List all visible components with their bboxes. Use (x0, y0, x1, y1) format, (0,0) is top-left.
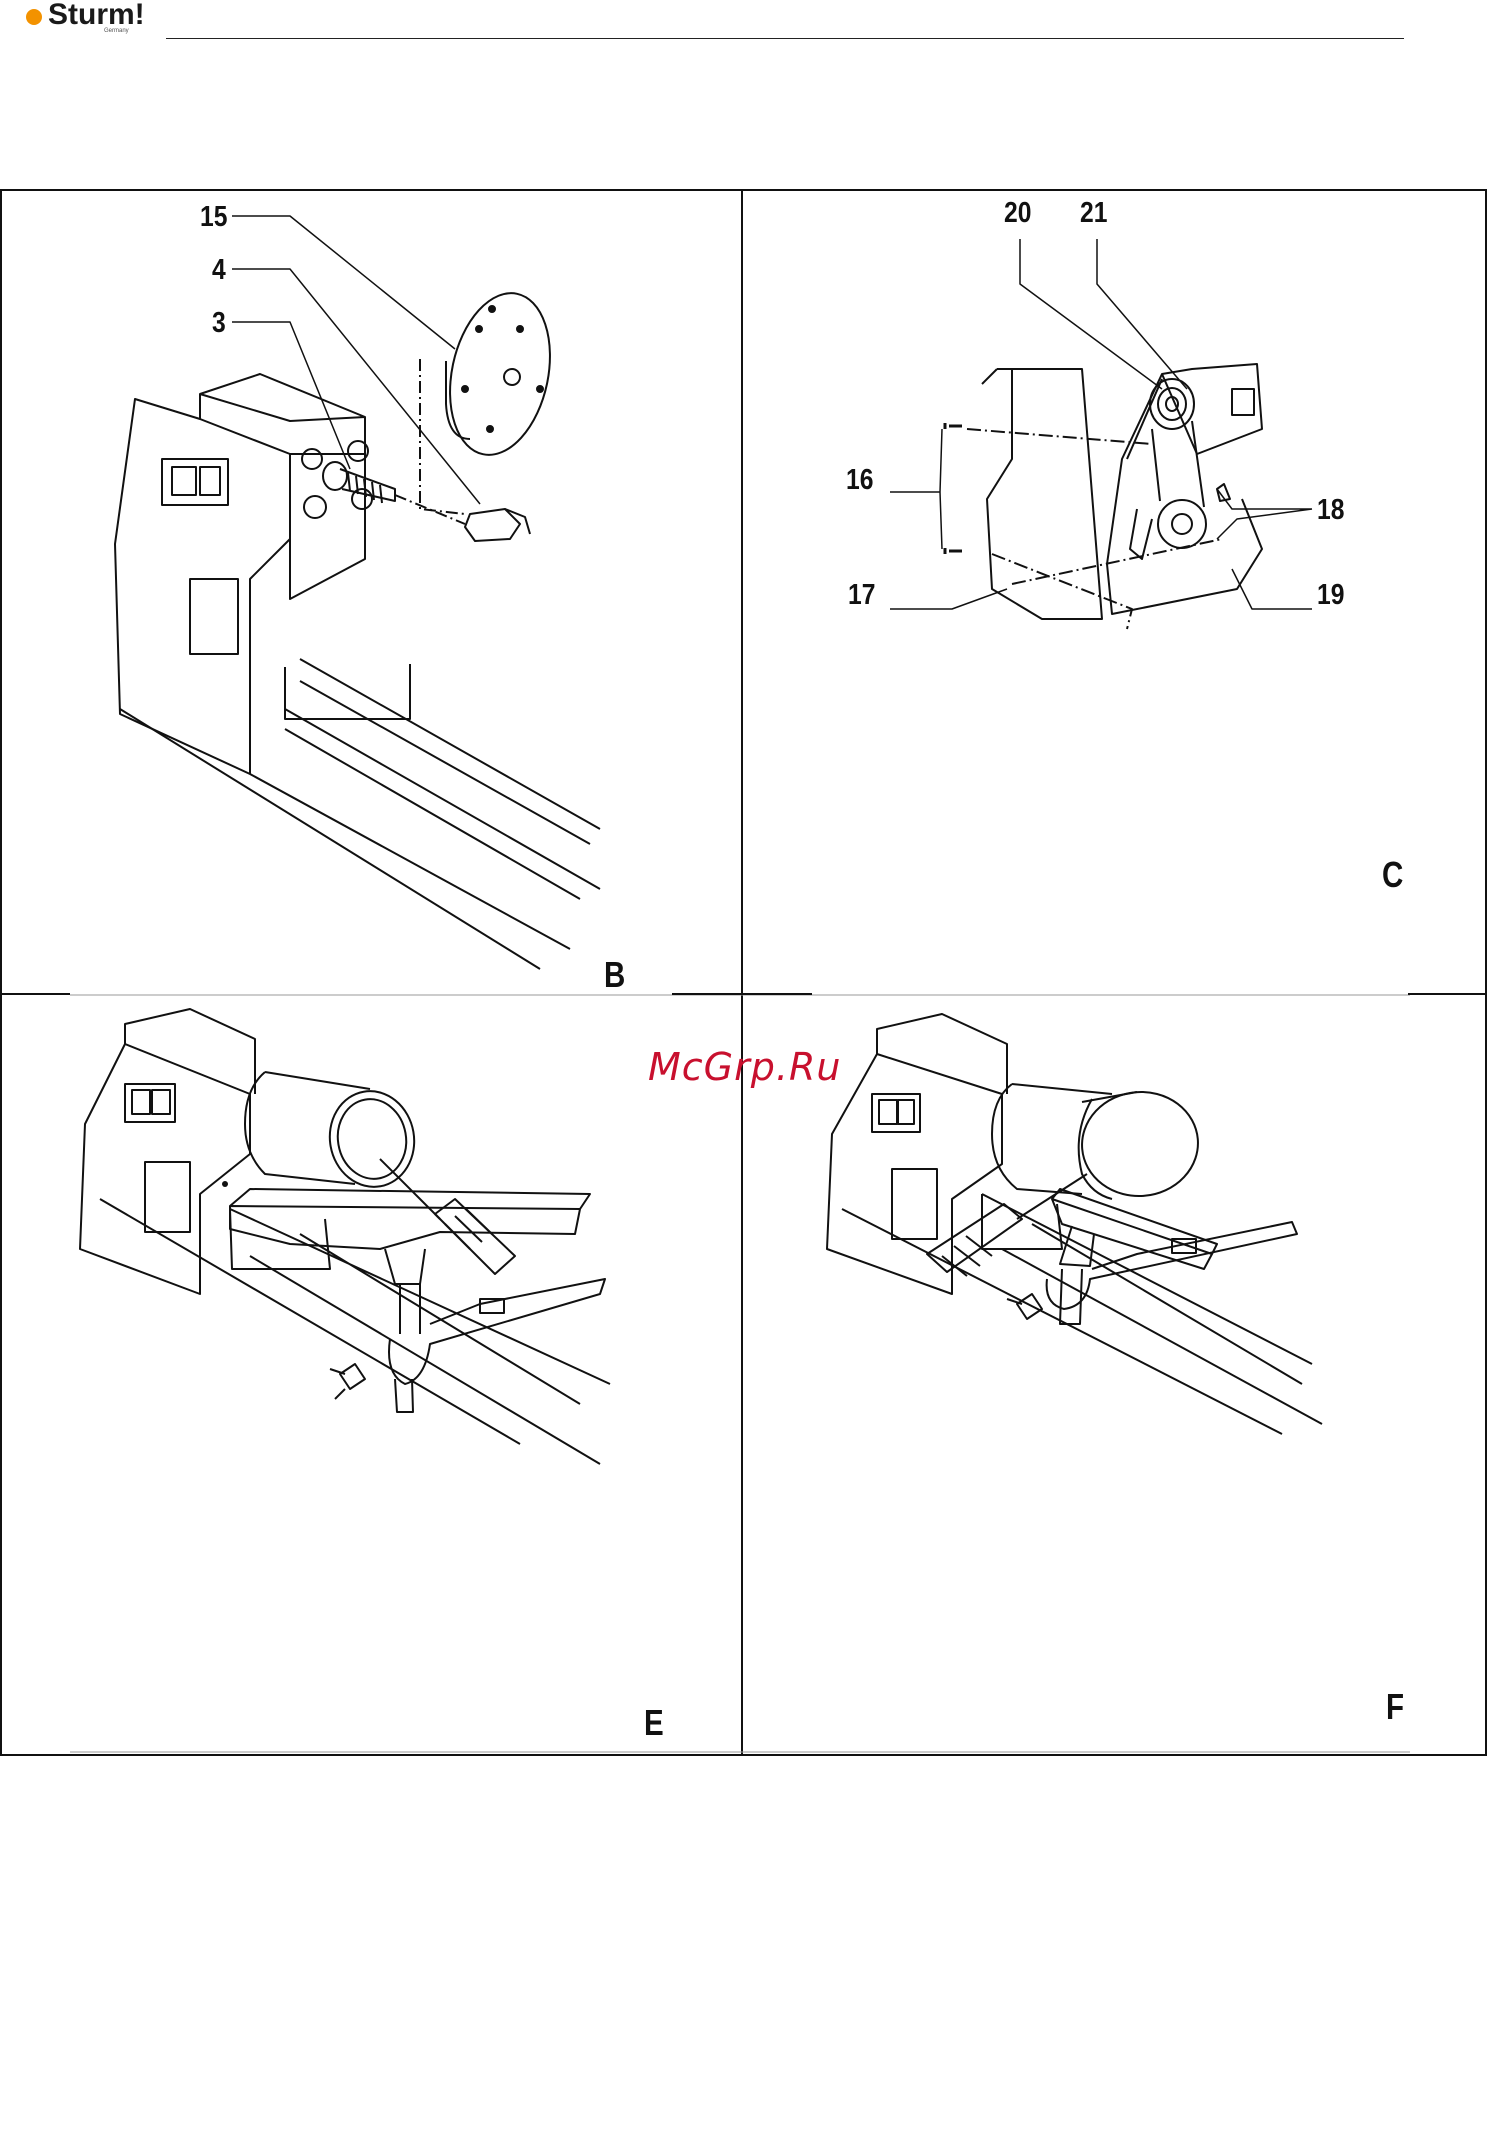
callout-15: 15 (200, 201, 227, 234)
callout-19: 19 (1317, 579, 1344, 612)
callout-16: 16 (846, 464, 873, 497)
callout-3: 3 (212, 307, 226, 340)
lathe-faceplate-illustration (0, 189, 742, 994)
callout-17: 17 (848, 579, 875, 612)
panel-c: 20 21 16 18 17 19 C (742, 189, 1487, 994)
brand-sub: Germany (104, 28, 129, 34)
callout-4: 4 (212, 254, 226, 287)
callout-18: 18 (1317, 494, 1344, 527)
tool-rest-adjust-illustration (0, 994, 742, 1756)
panel-letter-f: F (1386, 1686, 1404, 1728)
panel-e: E (0, 994, 742, 1756)
panel-letter-c: C (1382, 854, 1403, 896)
header-rule (166, 38, 1404, 39)
panel-b: 15 4 3 B (0, 189, 742, 994)
watermark: McGrp.Ru (648, 1045, 841, 1089)
panel-f: F (742, 994, 1487, 1756)
figure-grid: 15 4 3 B (0, 189, 1487, 1756)
tool-rest-height-illustration (742, 994, 1487, 1756)
orange-dot-icon (26, 9, 42, 25)
brand-name: Sturm! (48, 0, 145, 30)
callout-21: 21 (1080, 197, 1107, 230)
callout-20: 20 (1004, 197, 1031, 230)
brand-logo: Sturm! (26, 0, 145, 30)
panel-letter-e: E (644, 1702, 664, 1744)
panel-letter-b: B (604, 954, 625, 996)
